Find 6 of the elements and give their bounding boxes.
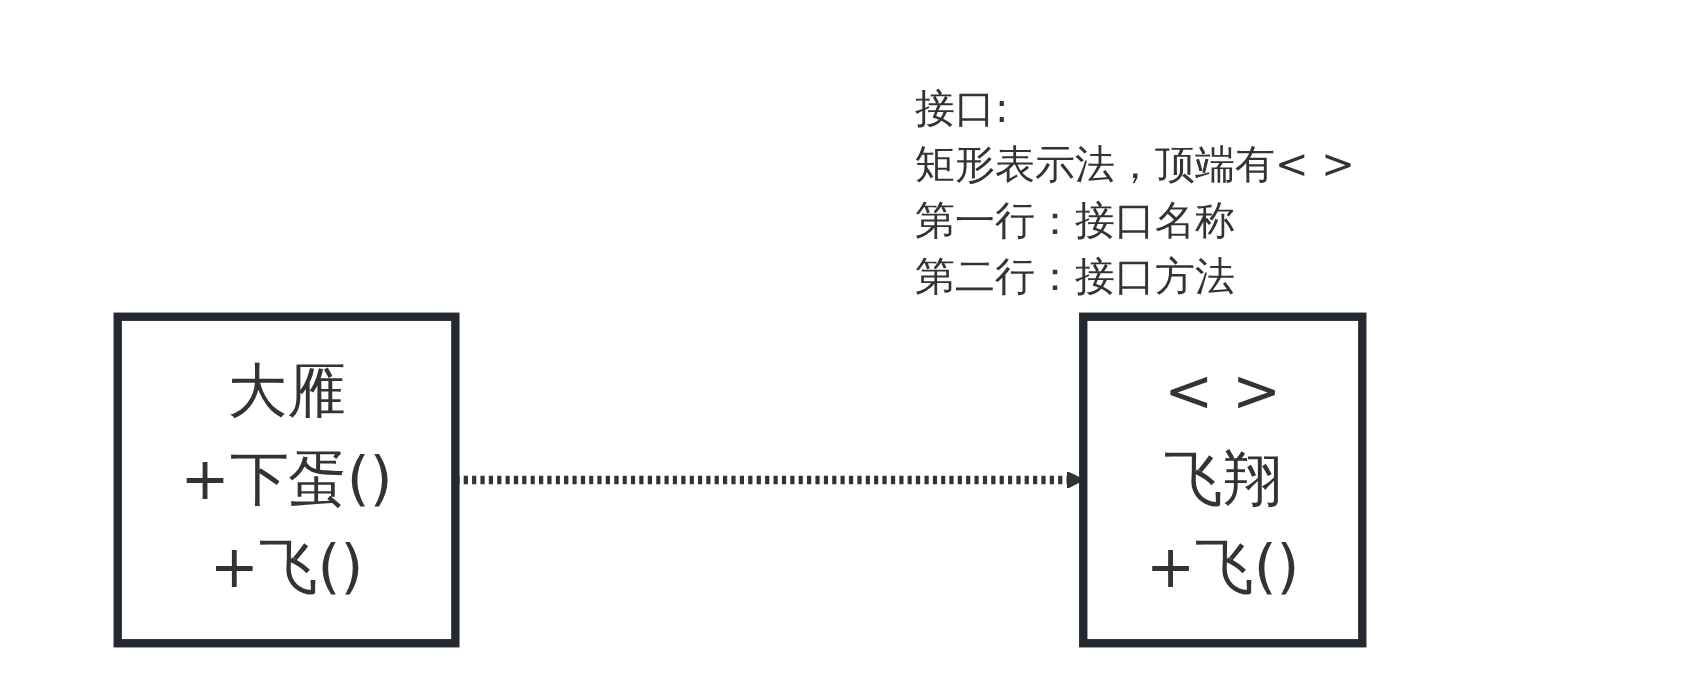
note-text: 第二行：接口方法 [915, 252, 1236, 301]
note-text: 接口: [915, 84, 1010, 133]
note-text: 矩形表示法，顶端有< > [915, 140, 1355, 189]
note-text: 第一行：接口名称 [915, 196, 1236, 245]
node-box: 大雁 +下蛋() +飞() [113, 312, 460, 648]
node-box: < > 飞翔 +飞() [1079, 312, 1367, 648]
